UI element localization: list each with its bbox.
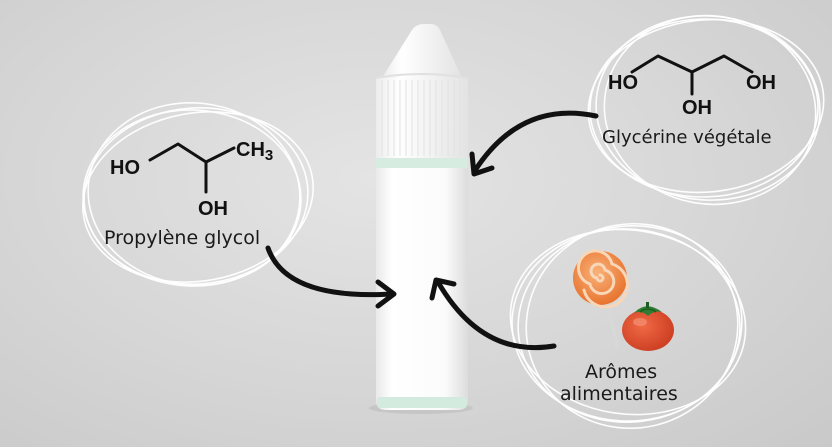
- glycerine-circle: [587, 14, 825, 206]
- pg-left-group: HO: [110, 157, 140, 179]
- bottle-cap: [375, 24, 469, 158]
- glycerine-structure: HO OH OH: [608, 54, 776, 119]
- propylene-glycol-structure: HO CH3 OH: [110, 139, 273, 220]
- aromas-circle: [509, 222, 747, 430]
- pg-right-group: CH3: [236, 139, 273, 164]
- arrow-glycerine: [469, 110, 599, 177]
- pg-bottom-group: OH: [198, 198, 228, 220]
- propylene-glycol-label: Propylène glycol: [104, 227, 260, 249]
- arrow-aromas: [429, 277, 557, 351]
- glycerine-label: Glycérine végétale: [602, 127, 772, 148]
- bottle-shoulder-band: [376, 156, 468, 168]
- propylene-glycol-circle: [82, 102, 314, 287]
- aromas-group: Arômes alimentaires: [509, 222, 747, 430]
- gly-bottom-group: OH: [682, 97, 712, 119]
- gly-right-group: OH: [746, 72, 776, 94]
- glycerine-group: HO OH OH Glycérine végétale: [587, 14, 825, 206]
- lollipop-icon: [573, 249, 629, 348]
- arrow-propylene-glycol: [265, 245, 397, 309]
- aromas-label-line2: alimentaires: [560, 383, 678, 405]
- persimmon-icon: [622, 302, 674, 351]
- gly-left-group: HO: [608, 72, 638, 94]
- propylene-glycol-group: HO CH3 OH Propylène glycol: [82, 102, 314, 287]
- aromas-label-line1: Arômes: [585, 361, 657, 383]
- e-liquid-bottle: [369, 24, 473, 414]
- bottle-base-band: [377, 397, 467, 408]
